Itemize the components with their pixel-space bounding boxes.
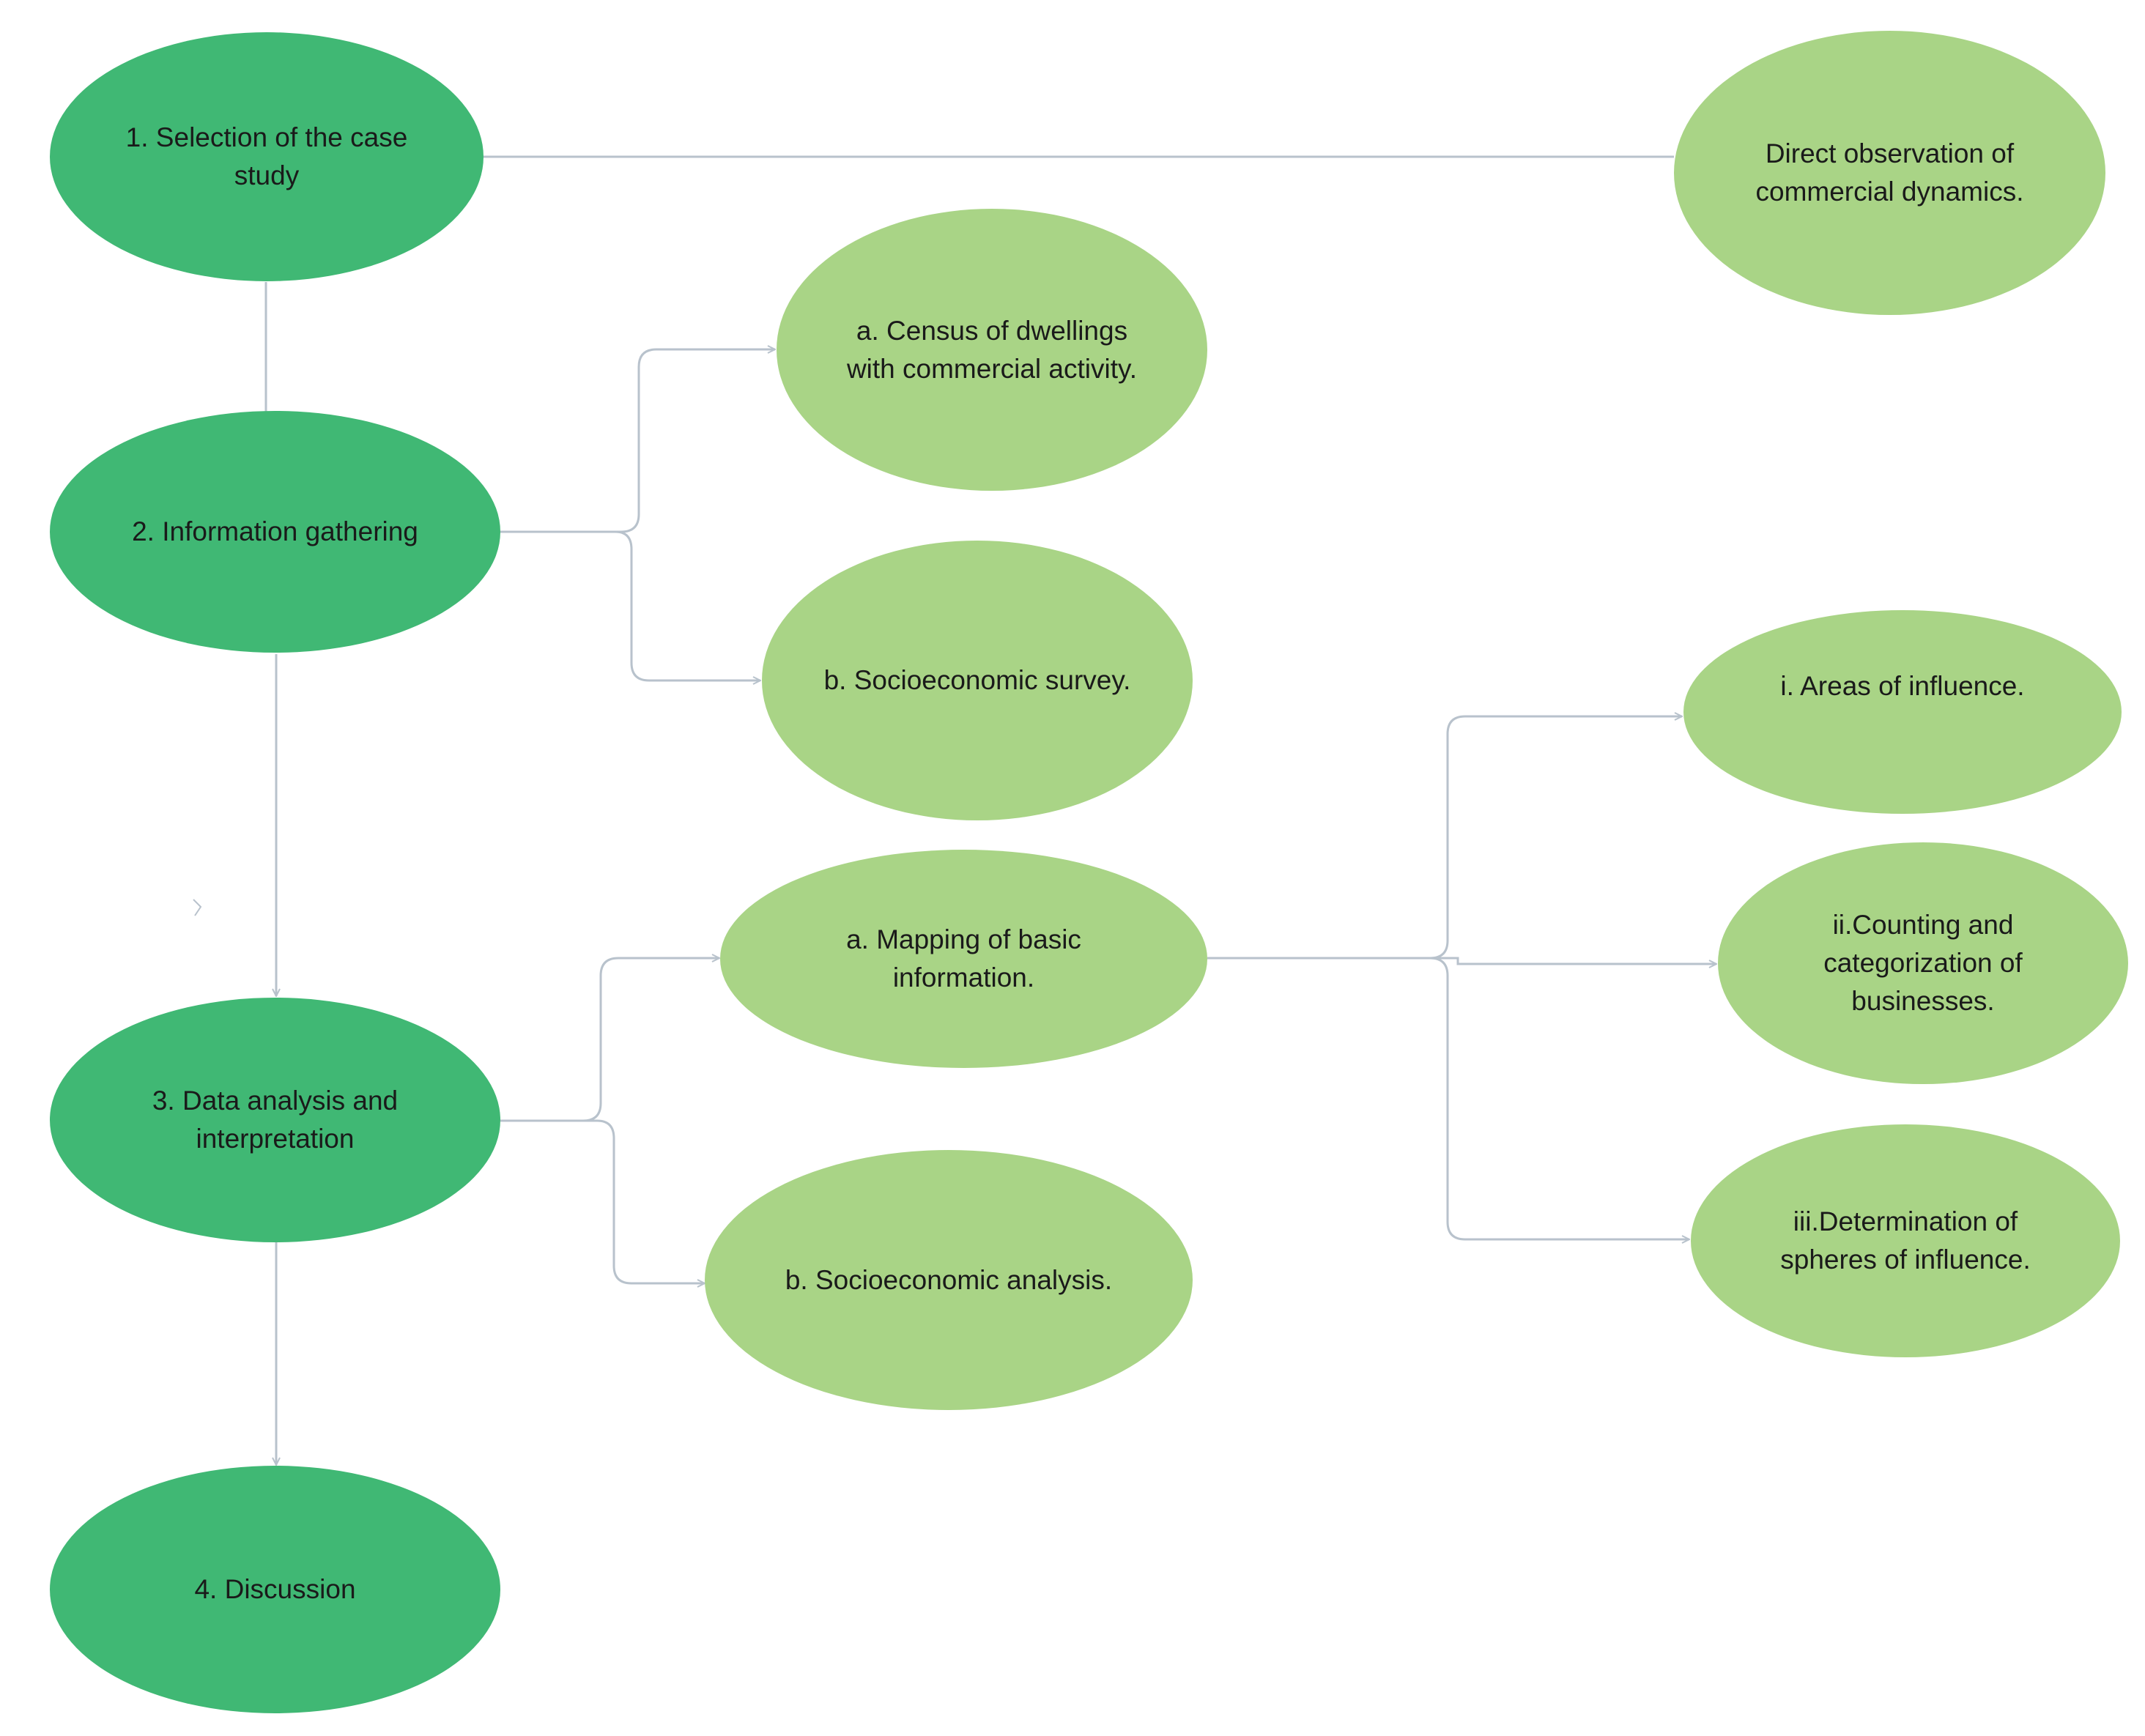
connector-step2-to-census bbox=[500, 349, 775, 533]
connector-step3-to-mapping bbox=[500, 958, 719, 1122]
node-survey-label: b. Socioeconomic survey. bbox=[823, 665, 1131, 695]
node-direct-observation: Direct observation of commercial dynamic… bbox=[1674, 31, 2105, 315]
stray-mark bbox=[193, 899, 202, 916]
node-socio-analysis: b. Socioeconomic analysis. bbox=[705, 1150, 1193, 1410]
node-step-4: 4. Discussion bbox=[50, 1466, 500, 1713]
node-step-4-label: 4. Discussion bbox=[194, 1574, 356, 1604]
node-direct-observation-label: Direct observation of commercial dynamic… bbox=[1755, 138, 2024, 207]
node-step-1-label: 1. Selection of the case study bbox=[125, 122, 408, 190]
node-spheres-label: iii.Determination of spheres of influenc… bbox=[1780, 1206, 2031, 1275]
node-spheres: iii.Determination of spheres of influenc… bbox=[1691, 1124, 2120, 1357]
node-step-2: 2. Information gathering bbox=[50, 411, 500, 653]
connector-step3-to-socio-analysis bbox=[500, 1119, 705, 1283]
node-socio-analysis-label: b. Socioeconomic analysis. bbox=[785, 1264, 1113, 1295]
node-counting-label: ii.Counting and categorization of busine… bbox=[1823, 910, 2023, 1016]
node-areas-of-influence: i. Areas of influence. bbox=[1683, 610, 2122, 814]
node-step-2-label: 2. Information gathering bbox=[132, 516, 418, 546]
node-census: a. Census of dwellings with commercial a… bbox=[777, 209, 1207, 491]
node-mapping-label: a. Mapping of basic information. bbox=[846, 924, 1081, 993]
node-mapping: a. Mapping of basic information. bbox=[720, 850, 1207, 1068]
node-step-1: 1. Selection of the case study bbox=[50, 32, 484, 281]
node-counting: ii.Counting and categorization of busine… bbox=[1718, 842, 2128, 1084]
node-areas-of-influence-label: i. Areas of influence. bbox=[1780, 671, 2025, 701]
node-survey: b. Socioeconomic survey. bbox=[762, 541, 1193, 820]
connector-step2-to-survey bbox=[500, 530, 760, 680]
node-census-label: a. Census of dwellings with commercial a… bbox=[846, 315, 1138, 384]
node-step-3: 3. Data analysis and interpretation bbox=[50, 998, 500, 1242]
node-step-3-label: 3. Data analysis and interpretation bbox=[152, 1086, 399, 1154]
connector-mapping-to-areas bbox=[1207, 716, 1682, 960]
connector-mapping-to-spheres bbox=[1207, 957, 1689, 1239]
